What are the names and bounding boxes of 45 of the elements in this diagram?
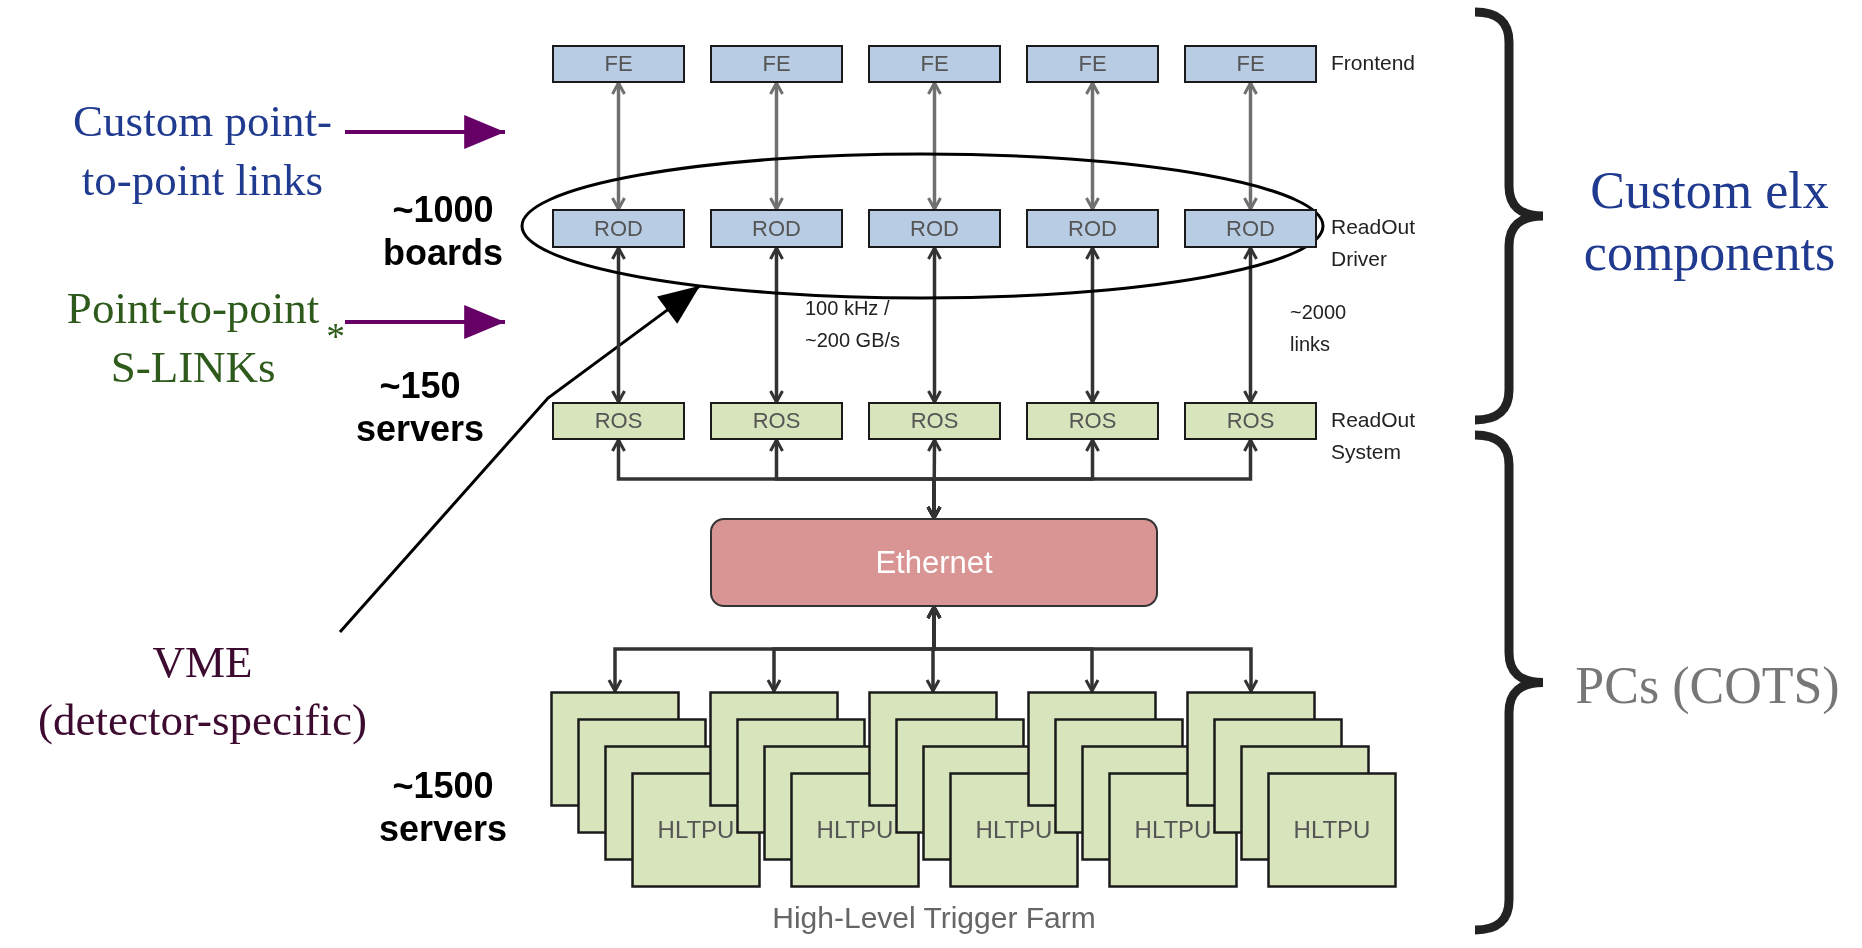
group-label: PCs (COTS) <box>1574 656 1841 716</box>
module-box: ROS <box>552 402 685 440</box>
module-box: ROD <box>1184 209 1317 248</box>
module-box: ROS <box>868 402 1001 440</box>
double-arrow <box>927 246 942 404</box>
count-label: ~2000 links <box>1290 300 1348 357</box>
module-box: FE <box>868 45 1001 83</box>
module-box: ROS <box>1026 402 1159 440</box>
double-arrow <box>1243 246 1258 404</box>
arrow <box>338 284 701 633</box>
double-arrow <box>1243 81 1258 211</box>
double-arrow <box>611 246 626 404</box>
double-arrow <box>611 81 626 211</box>
count-label: ~150 servers <box>354 364 486 451</box>
row-label: Frontend <box>1331 50 1417 76</box>
double-arrow <box>1085 81 1100 211</box>
double-arrow <box>769 81 784 211</box>
double-arrow <box>1085 246 1100 404</box>
annotation-text: Custom point-to-point links <box>60 88 345 213</box>
module-box: FE <box>552 45 685 83</box>
count-label: ~1500 servers <box>377 764 509 851</box>
double-arrow <box>926 605 1259 693</box>
row-label: ReadOut System <box>1331 407 1417 465</box>
annotation-text: VME (detector-specific) <box>5 632 400 750</box>
network-box: Ethernet <box>710 518 1158 607</box>
module-box: ROS <box>1184 402 1317 440</box>
module-box: ROD <box>868 209 1001 248</box>
double-arrow <box>927 81 942 211</box>
module-box: FE <box>710 45 843 83</box>
module-box: ROD <box>552 209 685 248</box>
double-arrow <box>926 438 1258 520</box>
caption-label: High-Level Trigger Farm <box>771 900 1097 936</box>
count-label: ~1000 boards <box>382 188 504 275</box>
module-box: ROS <box>710 402 843 440</box>
ellipse-outline <box>520 152 1325 300</box>
double-arrow <box>769 246 784 404</box>
arrow <box>345 305 505 339</box>
arrow <box>345 115 505 149</box>
module-box: FE <box>1026 45 1159 83</box>
rate-label: 100 kHz / ~200 GB/s <box>805 296 902 353</box>
module-box: FE <box>1184 45 1317 83</box>
module-box: ROD <box>1026 209 1159 248</box>
group-label: Custom elx components <box>1582 161 1837 284</box>
row-label: ReadOut Driver <box>1331 214 1417 272</box>
module-box: ROD <box>710 209 843 248</box>
